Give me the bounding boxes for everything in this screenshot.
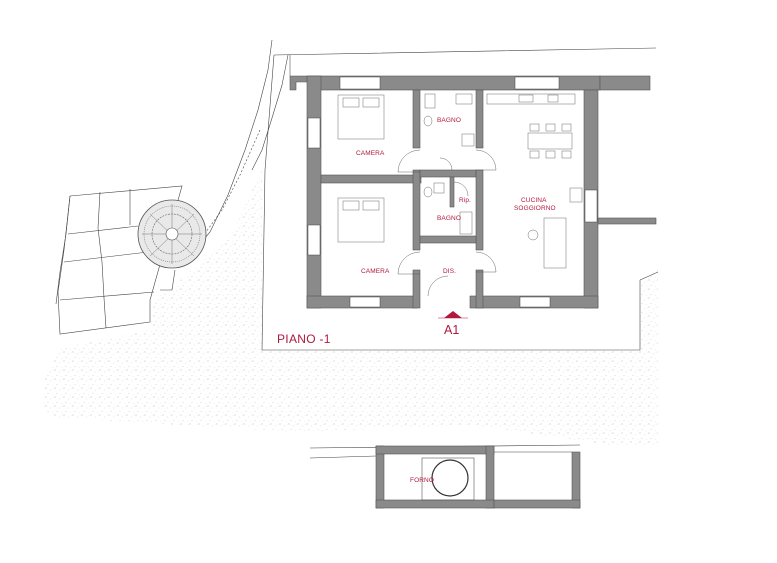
room-label-cucina: CUCINA [521,197,547,204]
doors [397,149,497,297]
tree-icon [137,199,207,269]
room-label-soggiorno: SOGGIORNO [514,205,556,212]
entrance-marker [438,311,468,319]
room-label-bagno-top: BAGNO [437,117,461,124]
gravel-terrain [42,170,658,445]
furniture [337,93,583,269]
forno-structure [309,444,581,509]
room-label-camera-bottom: CAMERA [361,268,390,275]
slope-lines [184,39,289,263]
entrance-label: A1 [444,323,459,337]
interior-walls [320,89,657,309]
room-label-camera-top: CAMERA [356,150,385,157]
room-label-dis: DIS. [443,268,456,275]
room-label-bagno-mid: BAGNO [437,215,461,222]
room-label-forno: FORNO [410,477,434,484]
room-label-rip: Rip. [459,197,471,204]
windows [307,76,598,308]
floor-label: PIANO -1 [277,332,331,346]
